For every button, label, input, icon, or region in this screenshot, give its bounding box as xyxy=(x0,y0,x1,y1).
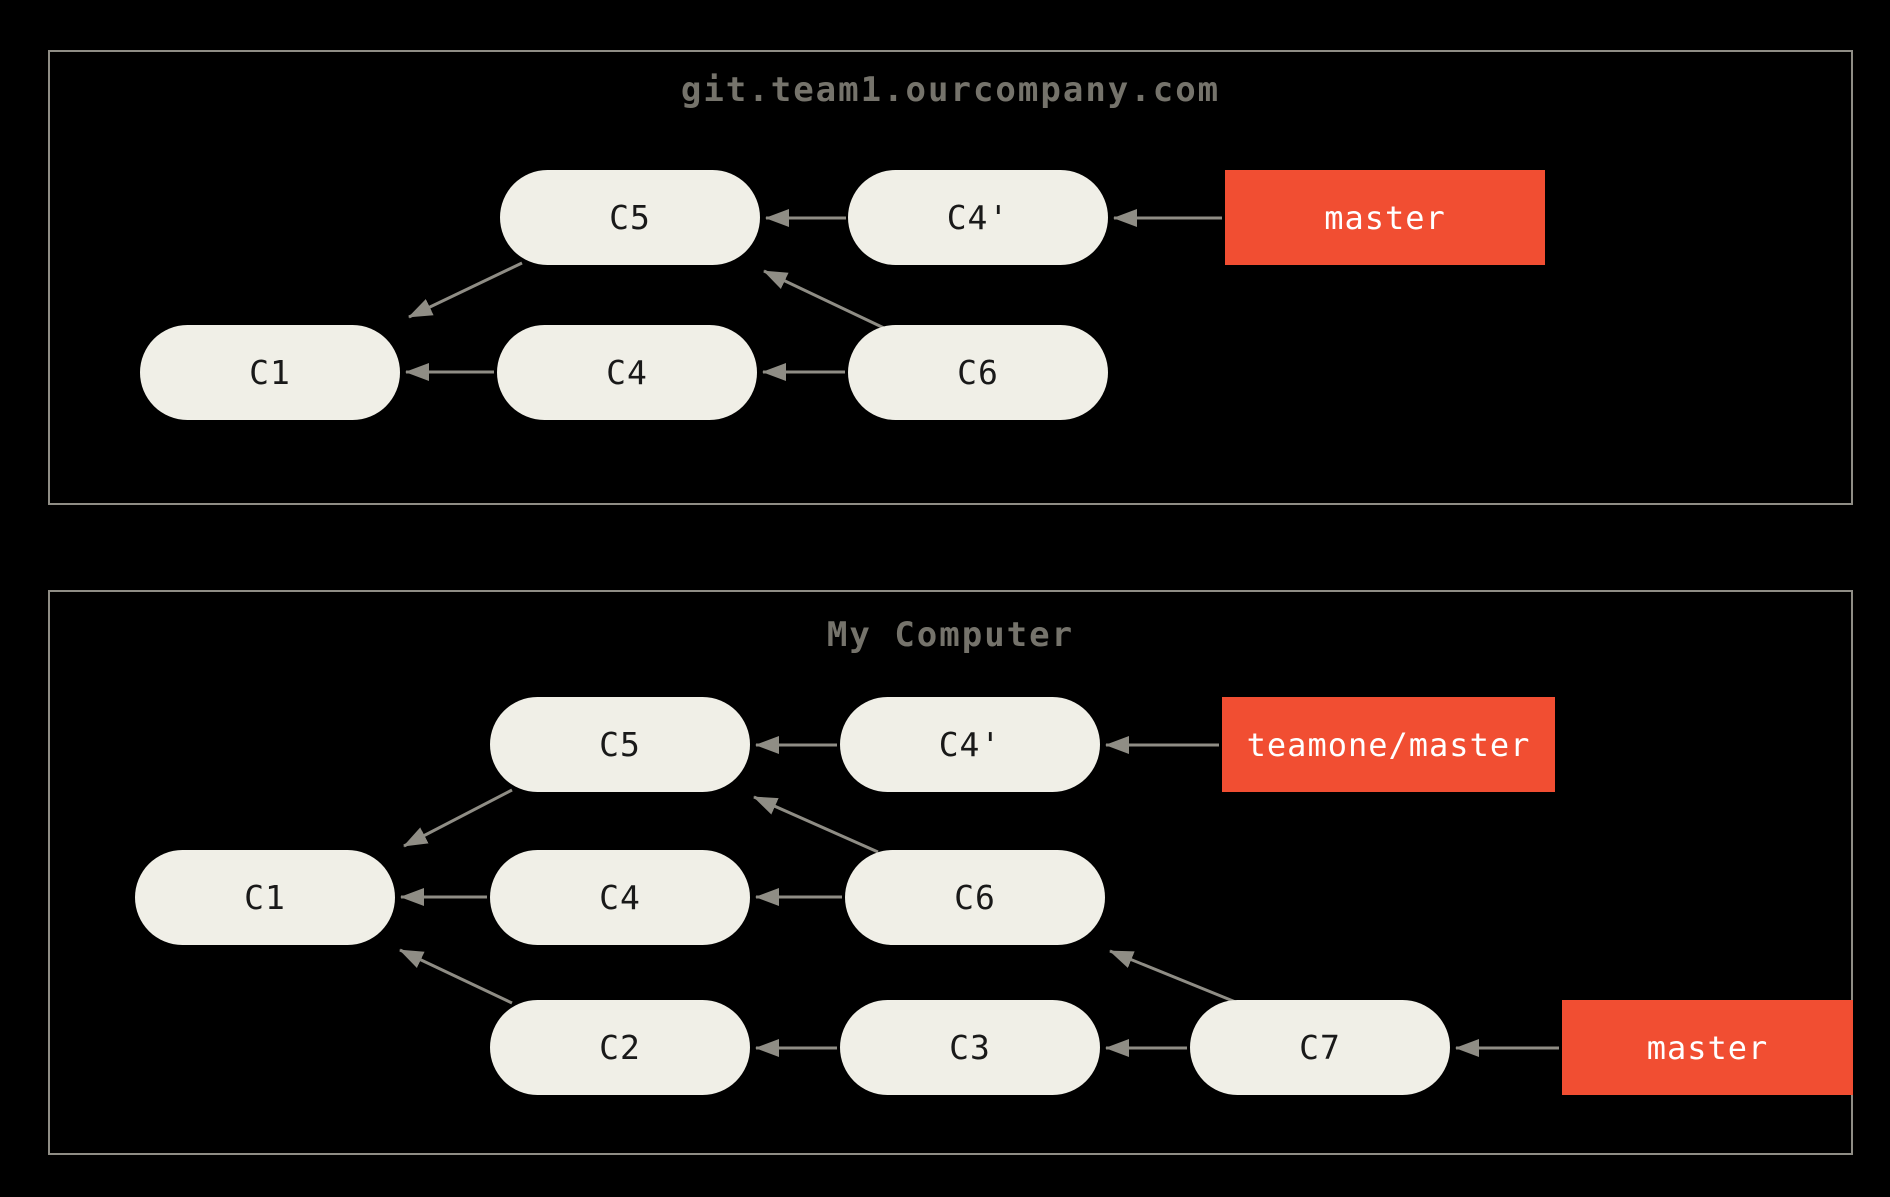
branch-label-teamone-master: teamone/master xyxy=(1222,697,1555,792)
local-commit-c4: C4 xyxy=(490,850,750,945)
local-commit-c7: C7 xyxy=(1190,1000,1450,1095)
branch-label-remote-master: master xyxy=(1225,170,1545,265)
remote-commit-c6: C6 xyxy=(848,325,1108,420)
panel-my-computer xyxy=(48,590,1853,1155)
remote-commit-c4-prime: C4' xyxy=(848,170,1108,265)
panel-title-remote: git.team1.ourcompany.com xyxy=(680,70,1221,110)
local-commit-c2: C2 xyxy=(490,1000,750,1095)
local-commit-c1: C1 xyxy=(135,850,395,945)
local-commit-c5: C5 xyxy=(490,697,750,792)
panel-remote-server xyxy=(48,50,1853,505)
branch-label-local-master: master xyxy=(1562,1000,1853,1095)
panel-title-local: My Computer xyxy=(826,615,1075,655)
local-commit-c3: C3 xyxy=(840,1000,1100,1095)
local-commit-c4-prime: C4' xyxy=(840,697,1100,792)
remote-commit-c1: C1 xyxy=(140,325,400,420)
remote-commit-c5: C5 xyxy=(500,170,760,265)
remote-commit-c4: C4 xyxy=(497,325,757,420)
local-commit-c6: C6 xyxy=(845,850,1105,945)
